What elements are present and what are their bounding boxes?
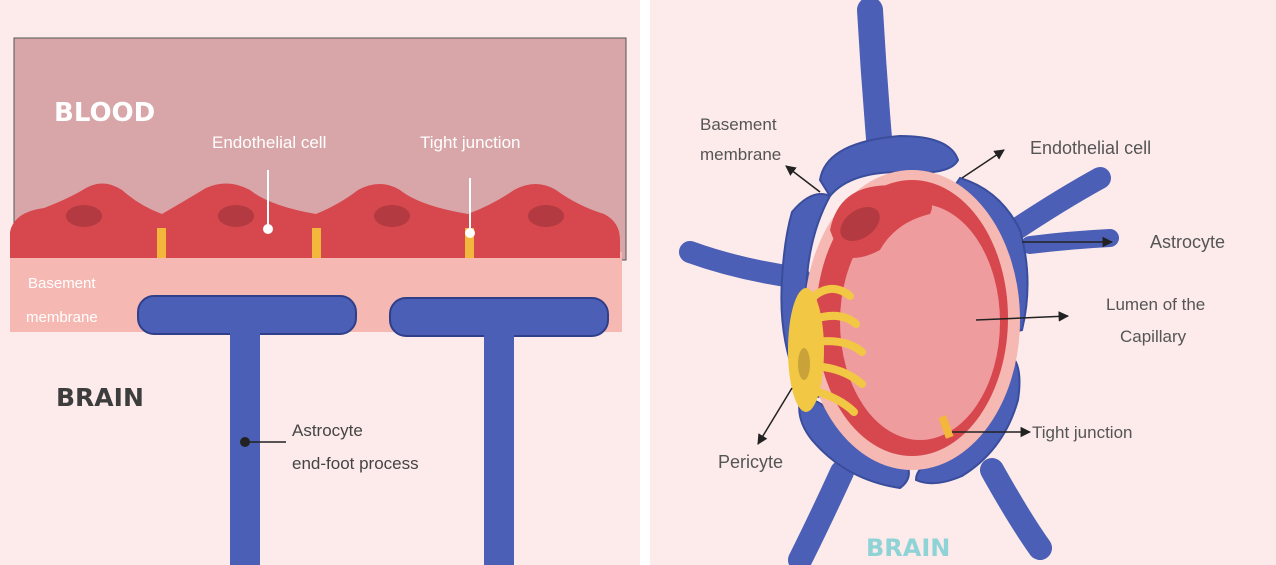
- tight-junction-label-right: Tight junction: [1032, 423, 1132, 442]
- astrocyte-stem: [484, 332, 514, 565]
- endothelial-cell-label: Endothelial cell: [212, 133, 326, 152]
- endothelial-cell-label-right: Endothelial cell: [1030, 138, 1151, 158]
- astrocyte-process: [870, 10, 880, 150]
- pericyte-label: Pericyte: [718, 452, 783, 472]
- basement-label-line1: Basement: [700, 115, 777, 134]
- tight-junction: [312, 228, 321, 258]
- pericyte-nucleus: [798, 348, 810, 380]
- brain-title-left: BRAIN: [56, 383, 144, 412]
- basement-membrane-label-line1: Basement: [28, 275, 96, 292]
- basement-membrane-label-line2: membrane: [26, 309, 98, 326]
- nucleus: [528, 205, 564, 227]
- brain-title-right: BRAIN: [866, 534, 950, 562]
- blood-title: BLOOD: [54, 98, 155, 128]
- tight-junction-label: Tight junction: [420, 133, 520, 152]
- right-panel: Basement membrane Endothelial cell Astro…: [650, 0, 1276, 565]
- tight-junction: [157, 228, 166, 258]
- left-panel: BLOOD Endothelial cell Tight junction Ba…: [0, 0, 640, 565]
- end-foot: [390, 298, 608, 336]
- astrocyte-label-line2: end-foot process: [292, 454, 419, 473]
- lumen-label-line1: Lumen of the: [1106, 295, 1205, 314]
- panel-divider: [640, 0, 650, 565]
- lumen-label-line2: Capillary: [1120, 327, 1187, 346]
- endothelial-pointer-dot: [263, 224, 273, 234]
- end-foot: [138, 296, 356, 334]
- astrocyte-label-right: Astrocyte: [1150, 232, 1225, 252]
- astrocyte-label-line1: Astrocyte: [292, 421, 363, 440]
- nucleus: [218, 205, 254, 227]
- nucleus: [66, 205, 102, 227]
- nucleus: [374, 205, 410, 227]
- basement-label-line2: membrane: [700, 145, 781, 164]
- astrocyte-stem: [230, 330, 260, 565]
- junction-pointer-dot: [465, 228, 475, 238]
